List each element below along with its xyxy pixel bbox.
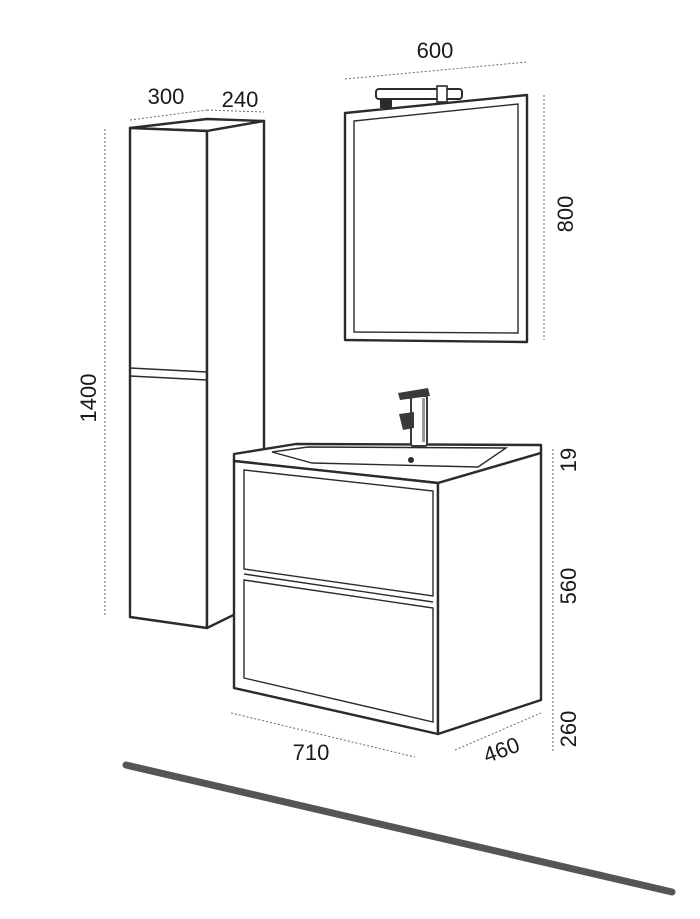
mirror-frame bbox=[343, 93, 529, 344]
column-width-label: 300 bbox=[148, 84, 185, 109]
drawer-upper bbox=[243, 469, 434, 597]
drawer-lower bbox=[243, 579, 434, 723]
drawer-gap bbox=[243, 573, 434, 603]
column-depth-label: 240 bbox=[222, 87, 259, 112]
basin-thickness-label: 19 bbox=[556, 448, 581, 472]
cabinet-width-label: 710 bbox=[293, 740, 330, 765]
mirror-height-label: 800 bbox=[553, 196, 578, 233]
mirror-glass bbox=[353, 103, 519, 334]
floor-line bbox=[122, 761, 676, 896]
mirror bbox=[343, 85, 529, 344]
cabinet-depth-label: 460 bbox=[480, 732, 523, 768]
mirror-lamp bbox=[375, 85, 463, 108]
tap-icon bbox=[398, 388, 430, 447]
column-door-split-2 bbox=[129, 375, 208, 381]
mirror-width-label: 600 bbox=[417, 38, 454, 63]
drain-hole bbox=[408, 457, 414, 463]
dimension-lines bbox=[104, 61, 554, 758]
column-door-split bbox=[129, 367, 208, 373]
cabinet-height-label: 560 bbox=[556, 568, 581, 605]
clearance-label: 260 bbox=[556, 711, 581, 748]
basin-bowl bbox=[271, 446, 509, 468]
cabinet-side bbox=[436, 451, 543, 736]
vanity-unit bbox=[232, 442, 543, 736]
column-height-label: 1400 bbox=[76, 374, 101, 423]
